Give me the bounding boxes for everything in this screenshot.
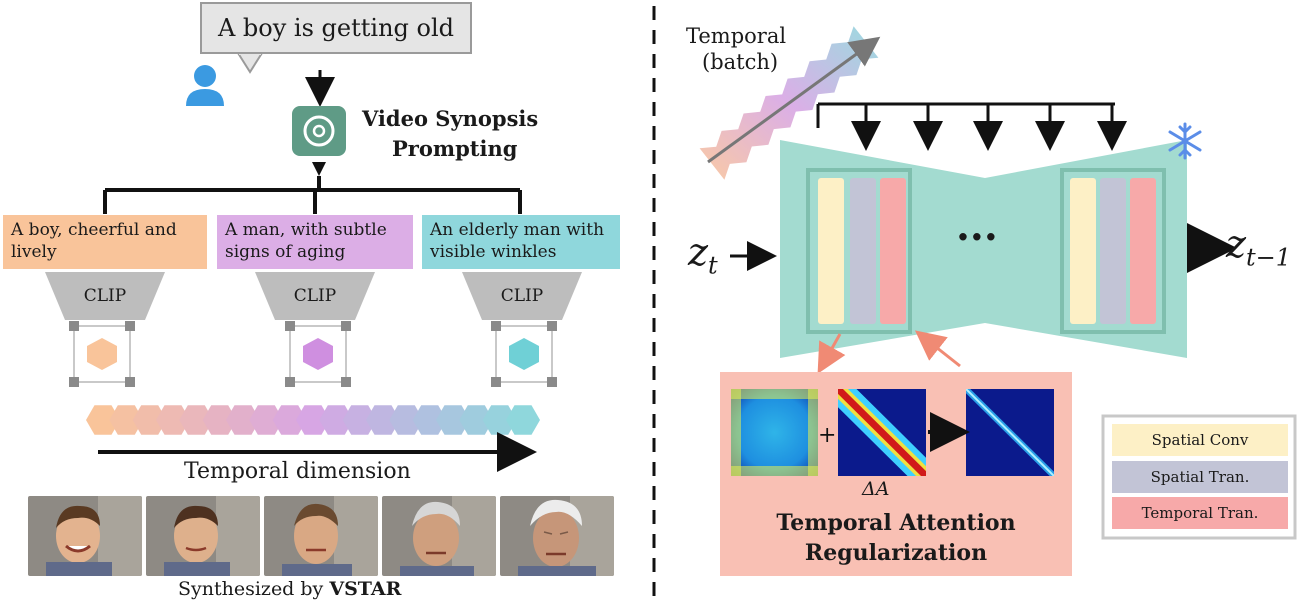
unet-ellipsis: ··· bbox=[956, 214, 998, 261]
frame-middle-aged-man bbox=[382, 496, 496, 576]
clip-encoder-2 bbox=[255, 272, 375, 320]
input-latent-label: zt bbox=[688, 230, 718, 280]
legend-spatial-conv: Spatial Conv bbox=[1112, 424, 1288, 456]
clip-label-1: CLIP bbox=[83, 286, 127, 306]
synthesized-brand: VSTAR bbox=[329, 578, 402, 600]
interpolated-embedding-hex bbox=[226, 405, 260, 435]
interpolated-embedding-hex bbox=[86, 405, 120, 435]
synopsis-title-line1: Video Synopsis bbox=[362, 106, 539, 131]
synopsis-title-line2: Prompting bbox=[392, 136, 518, 161]
interpolated-embedding-hex bbox=[272, 405, 307, 435]
attention-map-delta bbox=[838, 389, 926, 476]
clip-encoder-1 bbox=[45, 272, 165, 320]
interpolated-embedding-hex bbox=[389, 405, 424, 435]
frame-elderly-man bbox=[500, 496, 614, 576]
conditioning-arrows bbox=[816, 102, 1127, 151]
temporal-batch-strip bbox=[699, 26, 881, 180]
unet-block-right bbox=[1060, 168, 1166, 334]
interpolated-embeddings-strip bbox=[86, 405, 540, 435]
interpolated-embedding-hex bbox=[366, 405, 400, 435]
interpolated-embedding-hex bbox=[179, 405, 214, 435]
output-latent-label: zt−1 bbox=[1226, 222, 1291, 272]
regularization-title-line1: Temporal Attention bbox=[776, 510, 1016, 536]
user-icon bbox=[186, 65, 224, 106]
chatgpt-icon bbox=[292, 106, 346, 176]
prompt-box-2: A man, with subtle signs of aging bbox=[217, 215, 413, 269]
reg-arrow-right bbox=[914, 330, 961, 368]
regularization-title-line2: Regularization bbox=[804, 540, 988, 566]
interpolated-embedding-hex bbox=[156, 405, 190, 435]
interpolated-embedding-hex bbox=[132, 405, 167, 435]
frozen-snowflake-icon bbox=[1168, 122, 1202, 160]
attention-map-original bbox=[731, 389, 818, 476]
legend-temporal-tran: Temporal Tran. bbox=[1112, 497, 1288, 529]
interpolated-embedding-hex bbox=[109, 405, 144, 435]
clip-label-3: CLIP bbox=[500, 286, 544, 306]
reg-arrow-left bbox=[817, 333, 846, 374]
attention-map-regularized bbox=[966, 389, 1054, 476]
frame-boy-young bbox=[28, 496, 142, 576]
temporal-dimension-label: Temporal dimension bbox=[184, 459, 411, 484]
interpolated-embedding-hex bbox=[319, 405, 354, 435]
legend-spatial-tran: Spatial Tran. bbox=[1112, 461, 1288, 493]
synthesized-prefix: Synthesized by bbox=[178, 578, 330, 600]
output-latent-subscript: t−1 bbox=[1246, 243, 1292, 272]
embedding-1 bbox=[69, 321, 135, 387]
branch-lines bbox=[103, 176, 522, 214]
synthesized-caption: Synthesized by VSTAR bbox=[178, 578, 401, 600]
input-latent-symbol: z bbox=[688, 230, 709, 274]
user-prompt-bubble: A boy is getting old bbox=[200, 2, 472, 54]
interpolated-embedding-hex bbox=[482, 405, 517, 435]
unet-block-left bbox=[806, 168, 912, 334]
interpolated-embedding-hex bbox=[506, 405, 540, 435]
delta-a-label: ΔA bbox=[862, 478, 890, 500]
clip-encoder-3 bbox=[462, 272, 582, 320]
prompt-box-1: A boy, cheerful and lively bbox=[3, 215, 207, 269]
frame-boy-teen bbox=[146, 496, 260, 576]
interpolated-embedding-hex bbox=[412, 405, 447, 435]
interpolated-embedding-hex bbox=[296, 405, 330, 435]
svg-text:+: + bbox=[818, 423, 836, 448]
clip-label-2: CLIP bbox=[293, 286, 337, 306]
temporal-batch-label-line2: (batch) bbox=[702, 50, 779, 74]
output-latent-symbol: z bbox=[1226, 222, 1247, 266]
embedding-3 bbox=[491, 321, 557, 387]
bubble-tail bbox=[236, 52, 264, 74]
interpolated-embedding-hex bbox=[249, 405, 284, 435]
temporal-batch-label-line1: Temporal bbox=[686, 24, 787, 48]
embedding-2 bbox=[285, 321, 351, 387]
interpolated-embedding-hex bbox=[436, 405, 470, 435]
input-latent-subscript: t bbox=[708, 251, 718, 280]
user-prompt-text: A boy is getting old bbox=[217, 14, 455, 42]
interpolated-embedding-hex bbox=[459, 405, 494, 435]
interpolated-embedding-hex bbox=[342, 405, 377, 435]
frame-young-man bbox=[264, 496, 378, 576]
interpolated-embedding-hex bbox=[202, 405, 237, 435]
prompt-box-3: An elderly man with visible winkles bbox=[422, 215, 620, 269]
